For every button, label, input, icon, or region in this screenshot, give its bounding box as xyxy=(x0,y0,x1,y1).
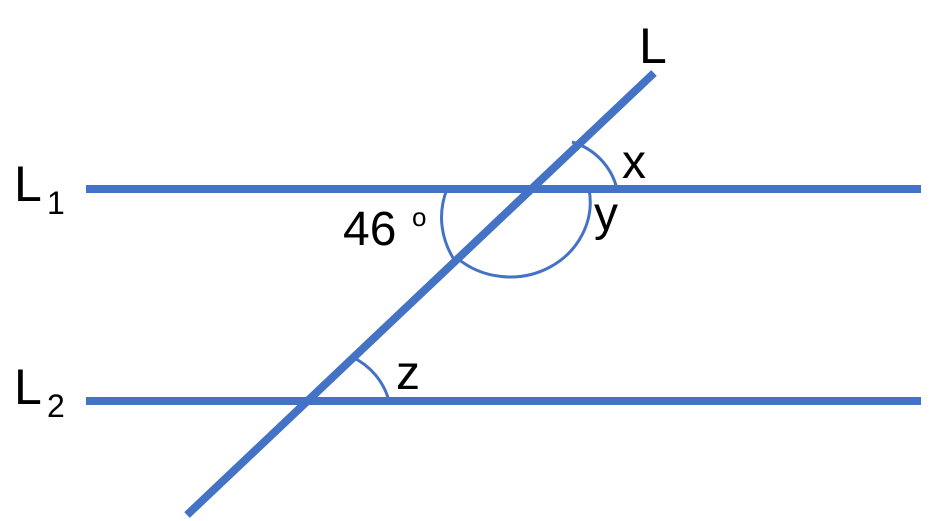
angle-z-label: z xyxy=(396,347,420,400)
l2-label-subscript: 2 xyxy=(47,388,65,424)
transversal-line xyxy=(184,70,657,518)
angle-arc-x xyxy=(571,140,619,190)
given-angle-value: 46 xyxy=(343,203,396,256)
angle-arc-y-46 xyxy=(440,188,592,279)
angle-arc-z xyxy=(351,355,391,402)
given-angle-degree: o xyxy=(412,202,426,232)
transversal-label: L xyxy=(639,18,667,74)
l1-label: L xyxy=(14,156,42,212)
l1-label-subscript: 1 xyxy=(47,185,65,221)
l2-label: L xyxy=(14,359,42,415)
angle-y-label: y xyxy=(594,188,618,241)
angle-x-label: x xyxy=(622,136,646,189)
